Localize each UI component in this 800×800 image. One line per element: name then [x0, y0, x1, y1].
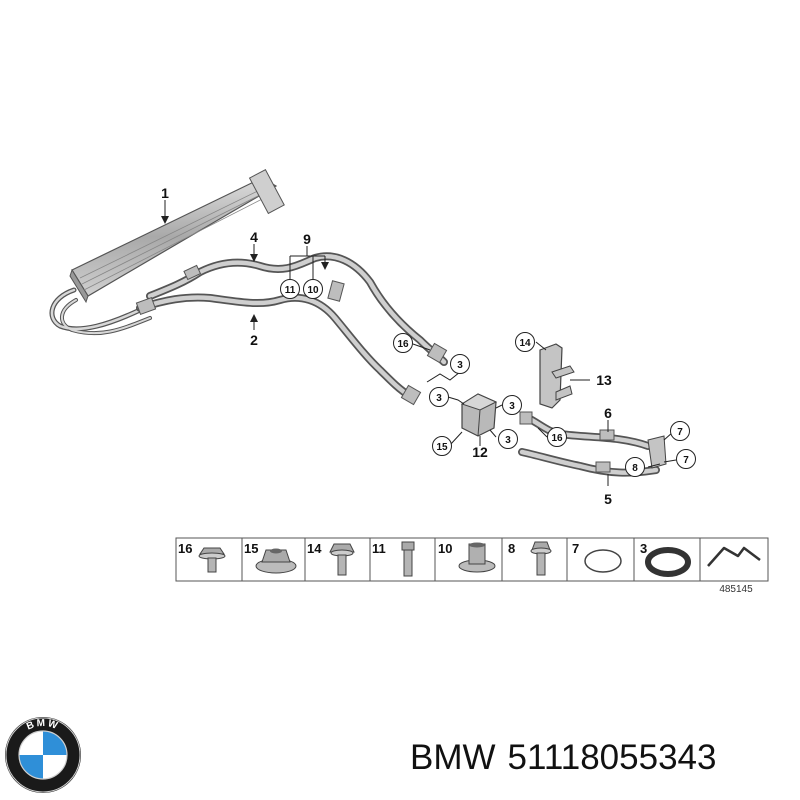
callout-16-upper: 16 — [397, 339, 409, 350]
diagram-reference-number: 485145 — [719, 584, 753, 595]
bolt-icon-8 — [530, 541, 552, 576]
oil-cooler — [69, 168, 285, 304]
callout-5: 5 — [604, 491, 612, 507]
svg-text:BMW: BMW — [25, 718, 61, 733]
callout-3-upper: 3 — [457, 360, 463, 371]
callout-15: 15 — [436, 442, 448, 453]
seal-ring-icon — [645, 547, 691, 577]
parts-strip: 16 15 14 11 10 8 7 3 — [175, 537, 769, 595]
oil-line-return — [518, 435, 667, 477]
strip-num-11: 11 — [372, 541, 386, 556]
strip-num-10: 10 — [438, 541, 452, 556]
callout-10: 10 — [307, 285, 319, 296]
callout-3-lower: 3 — [505, 435, 511, 446]
strip-num-16: 16 — [178, 541, 192, 556]
callout-8: 8 — [632, 463, 638, 474]
callout-11: 11 — [285, 285, 296, 296]
callout-3-left: 3 — [436, 393, 442, 404]
strip-num-3: 3 — [640, 541, 647, 556]
brand-part-number-line: BMW 51118055343 — [410, 738, 728, 778]
callout-14: 14 — [519, 338, 531, 349]
part-number: 51118055343 — [507, 738, 717, 777]
strip-num-7: 7 — [572, 541, 579, 556]
brand-name: BMW — [410, 738, 496, 777]
spacer-sleeve-icon — [458, 542, 496, 573]
callout-7-lower: 7 — [683, 455, 689, 466]
circled-callout-labels: 11 10 16 3 14 3 3 7 16 15 3 8 7 — [285, 285, 690, 474]
callout-7-upper: 7 — [677, 427, 683, 438]
callout-13: 13 — [596, 372, 612, 388]
callout-9: 9 — [303, 231, 311, 247]
bmw-logo-lettering: BMW — [25, 718, 59, 733]
oil-cooler-line-upper — [146, 252, 448, 366]
callout-16-lower: 16 — [551, 433, 563, 444]
callout-4: 4 — [250, 229, 258, 245]
leader-lines — [161, 200, 677, 486]
bolt-icon-11 — [401, 541, 415, 577]
flange-bolt-icon — [198, 547, 226, 573]
flange-nut-icon — [255, 548, 297, 574]
thermostat-housing — [460, 393, 498, 437]
callout-12: 12 — [472, 444, 488, 460]
hex-bolt-icon — [329, 543, 355, 576]
strip-num-8: 8 — [508, 541, 515, 556]
callout-2: 2 — [250, 332, 258, 348]
mounting-bracket — [539, 343, 575, 409]
bmw-logo: BMW — [5, 717, 81, 793]
o-ring-icon — [584, 549, 622, 573]
oil-cooler-line-lower — [135, 293, 422, 406]
callout-6: 6 — [604, 405, 612, 421]
circled-callouts — [280, 279, 696, 477]
callout-3-right: 3 — [509, 401, 515, 412]
strip-num-14: 14 — [307, 541, 322, 556]
callout-labels: 1 4 9 2 13 6 12 5 — [161, 185, 612, 507]
orientation-arrow-icon — [707, 546, 761, 567]
strip-num-15: 15 — [244, 541, 258, 556]
callout-1: 1 — [161, 185, 169, 201]
line-bracket — [327, 280, 345, 302]
